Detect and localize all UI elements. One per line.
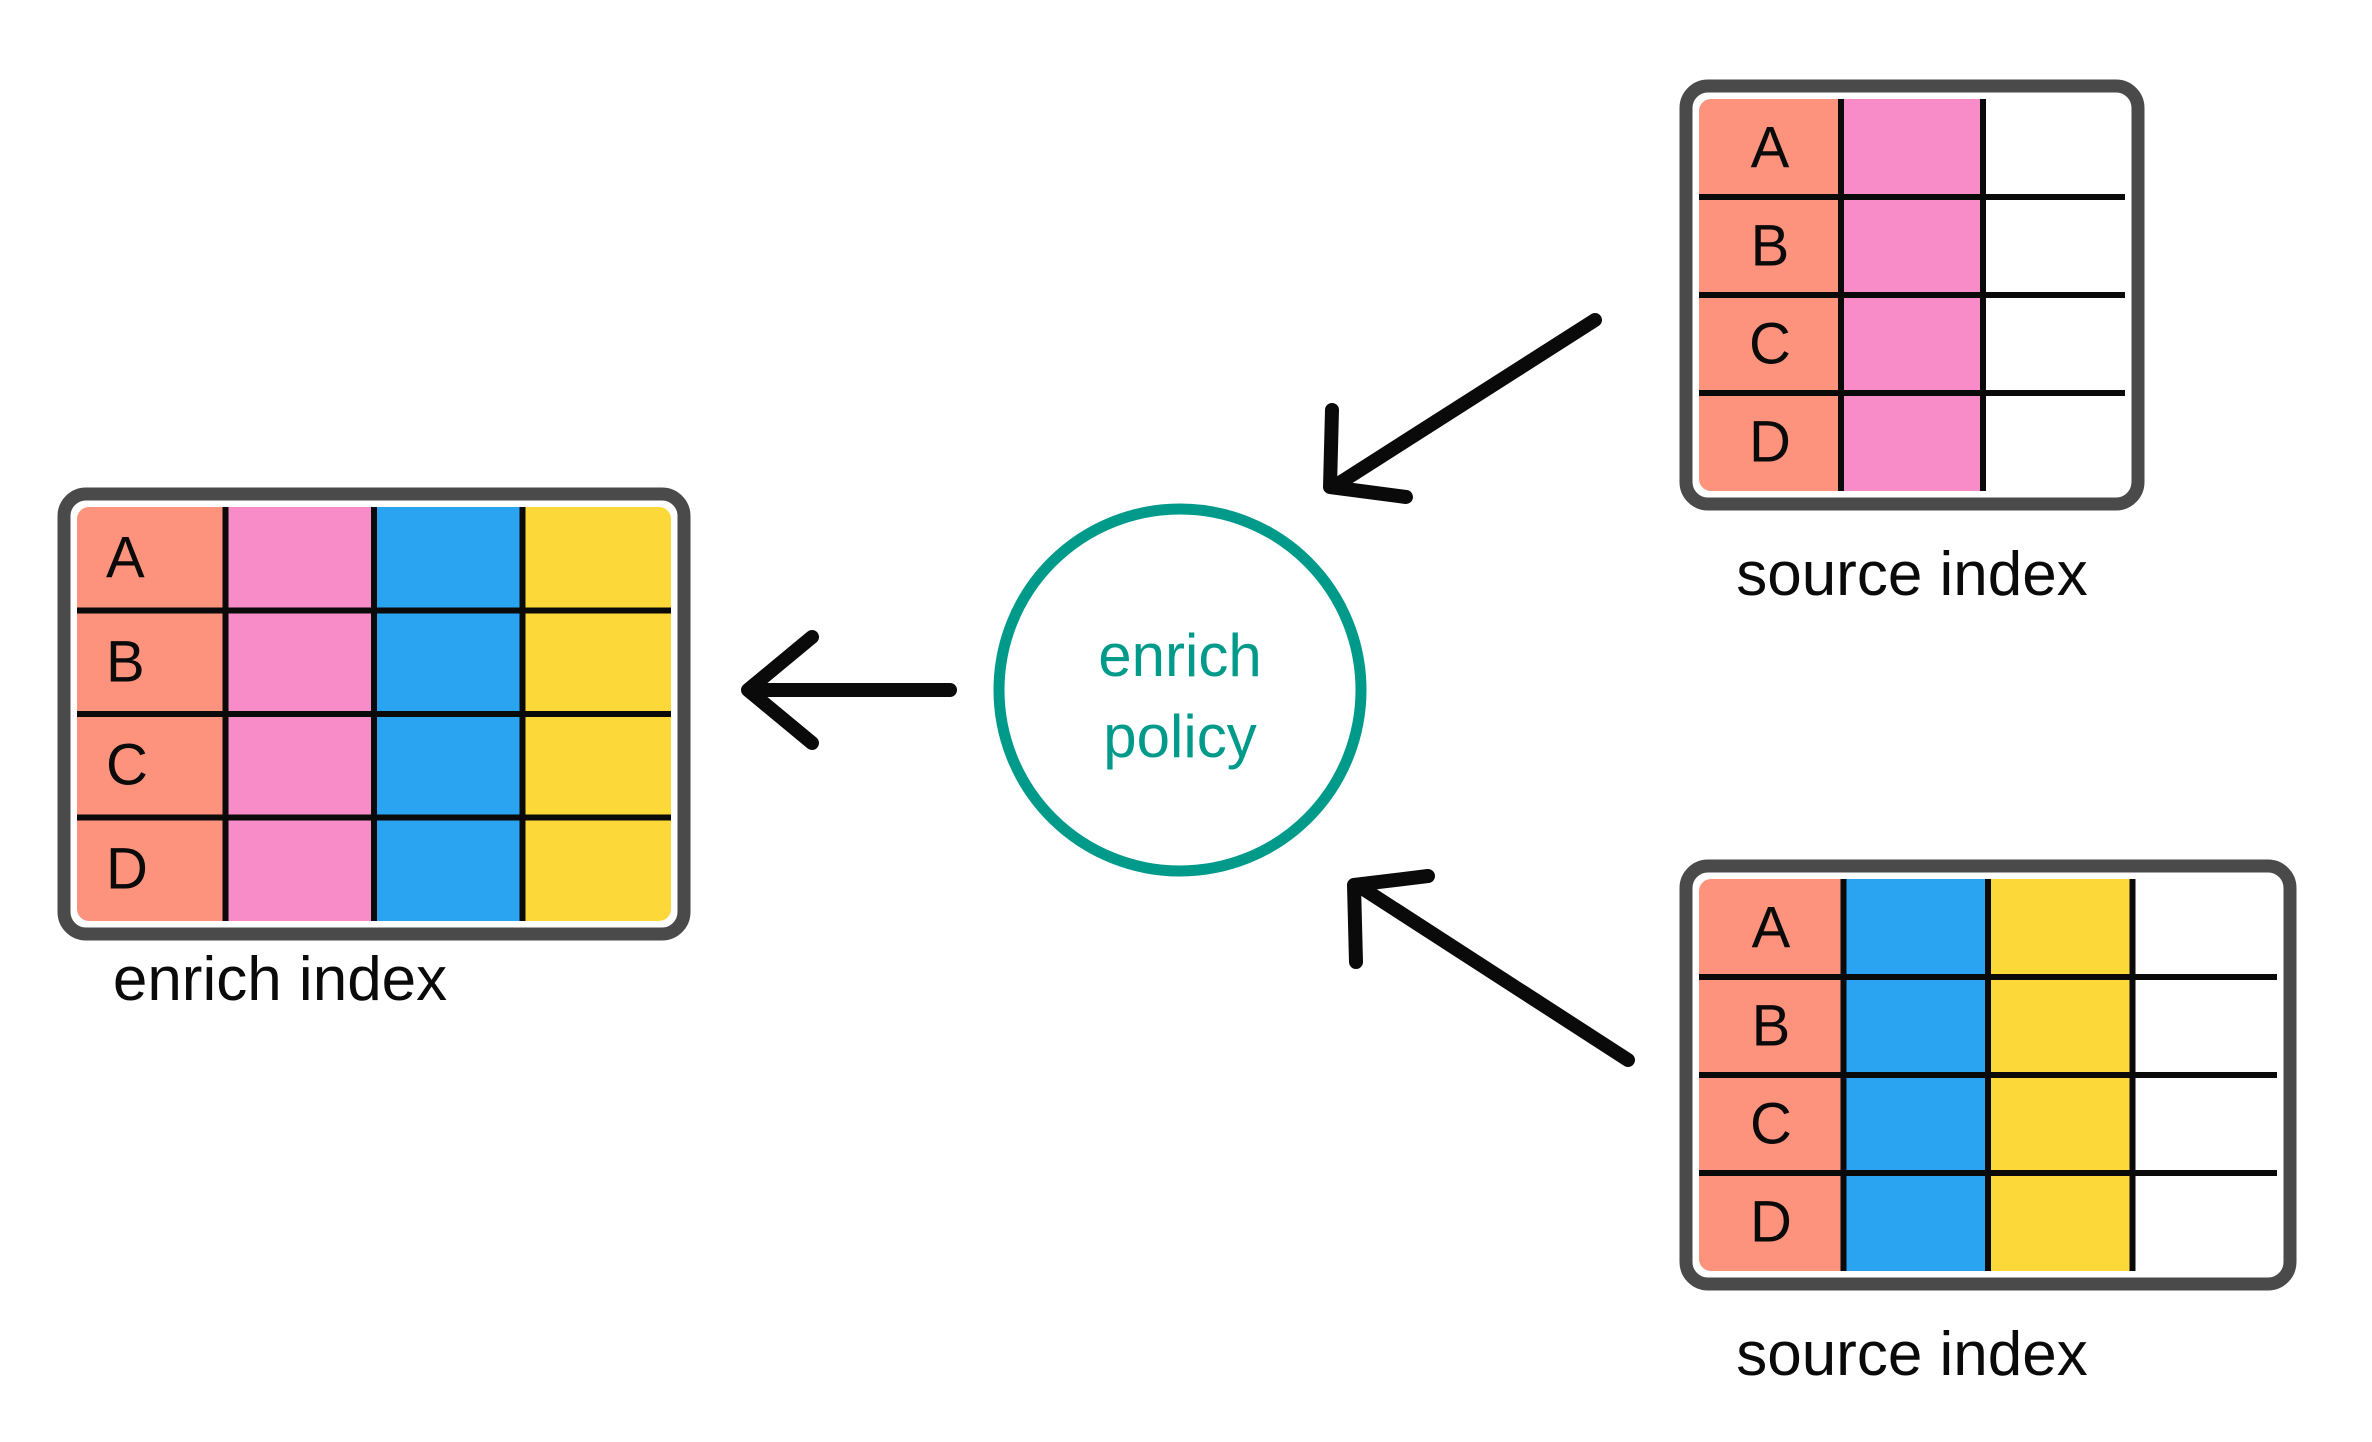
source-index-bottom-row-key-c: C xyxy=(1750,1092,1792,1157)
enrich-policy-node[interactable]: enrich policy xyxy=(993,503,1367,877)
arrow-shaft-top-diagonal xyxy=(1331,313,1602,491)
enrich-index-row-key-c: C xyxy=(106,733,148,798)
source-index-bottom-caption: source index xyxy=(1736,1320,2088,1389)
source-index-bottom-row-key-d: D xyxy=(1750,1190,1792,1255)
source-index-bottom-row-key-b: B xyxy=(1752,994,1791,1059)
source-index-top-cells xyxy=(1699,99,2125,491)
enrich-index-row-key-d: D xyxy=(106,837,148,902)
enrich-policy-circle xyxy=(993,503,1367,877)
enrich-index-row-key-a: A xyxy=(106,526,145,591)
enrich-index-cells xyxy=(77,507,671,921)
source-index-bottom-cells xyxy=(1699,879,2277,1271)
enrich-index-row-key-b: B xyxy=(106,630,145,695)
arrow-source-bottom-to-policy xyxy=(1347,869,1635,1067)
arrow-policy-to-enrich-index xyxy=(741,630,957,750)
enrich-policy-line-2: policy xyxy=(1103,703,1256,770)
enrich-policy-line-1: enrich xyxy=(1098,622,1261,689)
table-source-index-bottom[interactable]: A B C D source index xyxy=(1679,859,2297,1389)
enrich-index-caption: enrich index xyxy=(113,945,447,1014)
arrow-source-top-to-policy xyxy=(1323,313,1602,504)
arrow-head-horizontal-chevron-icon xyxy=(741,630,819,750)
arrow-head-top-chevron-icon xyxy=(1323,403,1413,504)
arrow-head-bottom-chevron-icon xyxy=(1347,869,1435,969)
table-source-index-top[interactable]: A B C D source index xyxy=(1679,79,2145,609)
source-index-top-caption: source index xyxy=(1736,540,2088,609)
arrow-shaft-bottom-diagonal xyxy=(1355,881,1635,1067)
source-index-top-row-key-d: D xyxy=(1749,410,1791,475)
source-index-bottom-row-key-a: A xyxy=(1752,896,1791,961)
source-index-top-row-key-b: B xyxy=(1751,214,1790,279)
source-index-top-row-key-c: C xyxy=(1749,312,1791,377)
source-index-top-row-key-a: A xyxy=(1751,116,1790,181)
table-enrich-index[interactable]: A B C D enrich index xyxy=(57,487,691,1014)
